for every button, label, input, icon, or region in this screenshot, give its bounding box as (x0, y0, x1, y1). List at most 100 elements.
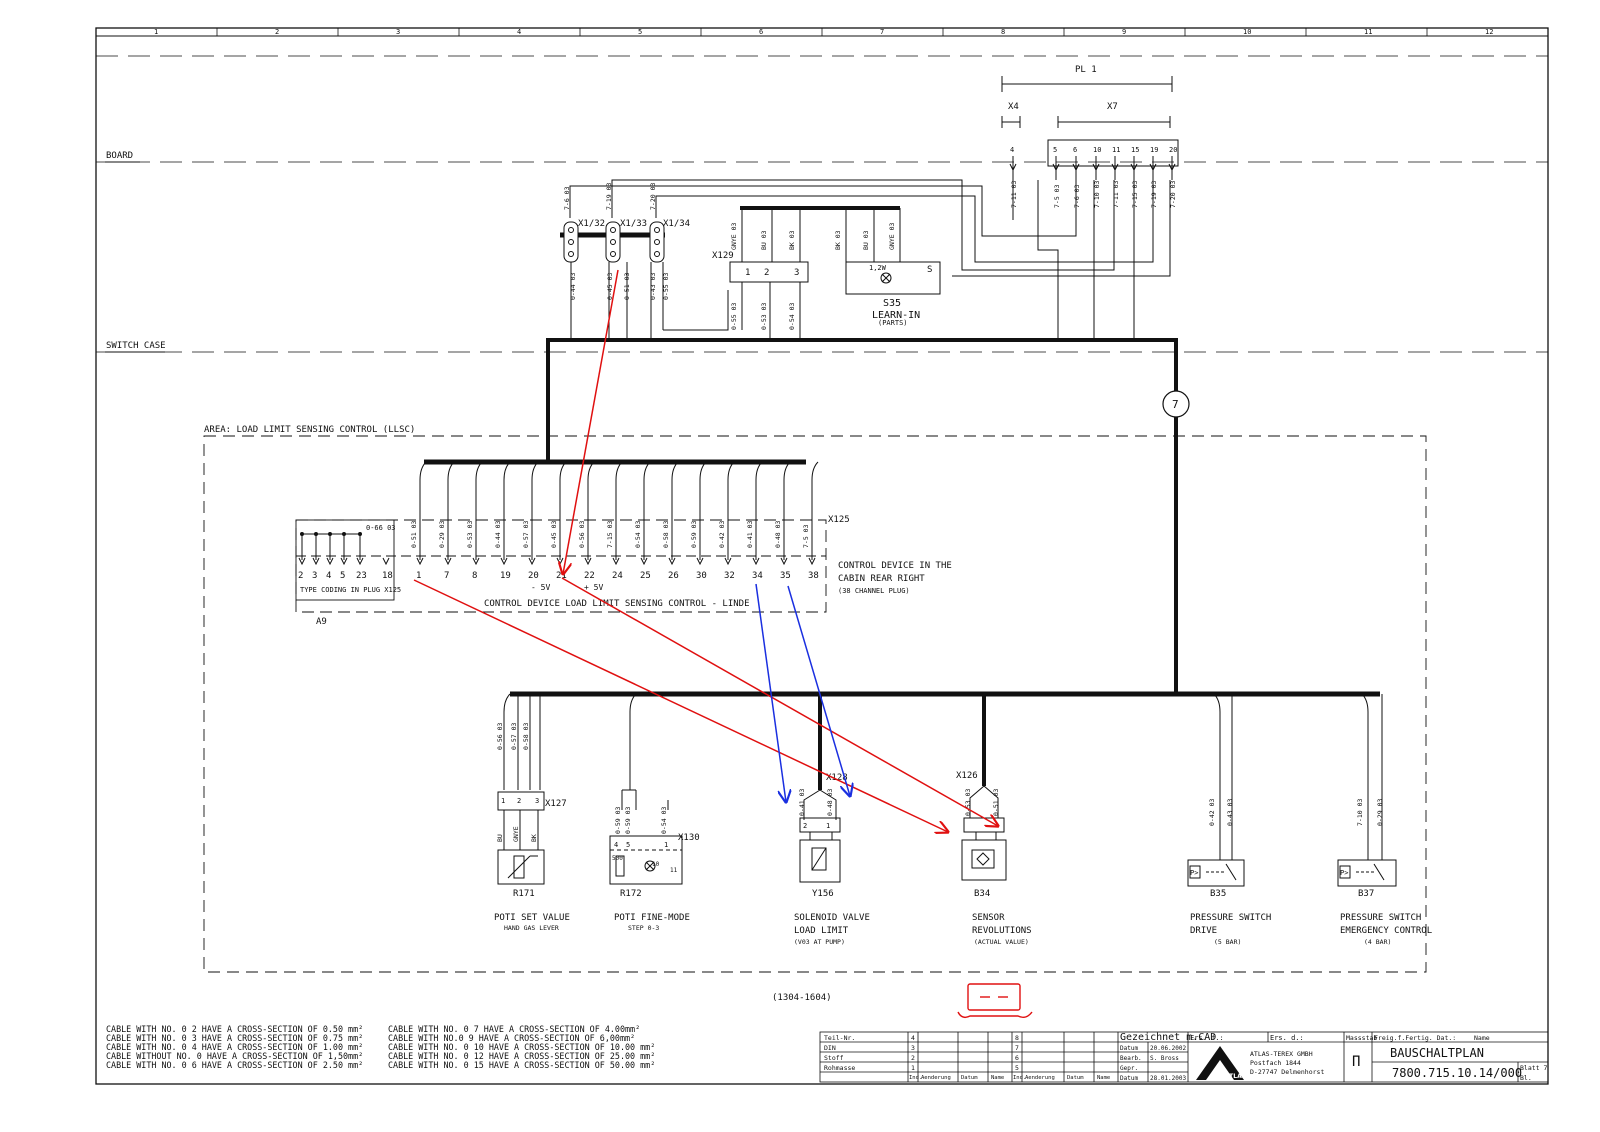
b37-symbol: P> (1340, 869, 1348, 877)
pl1-pin-number: 15 (1131, 146, 1139, 154)
title-block (819, 1031, 1549, 1083)
b35-ref: B35 (1210, 889, 1226, 899)
terminal-bottom-wire-label: 0-51 03 (623, 273, 631, 300)
bus-wire-label: 0-48 03 (774, 521, 782, 548)
a9-pin-number: 38 (808, 571, 819, 581)
column-number: 7 (880, 28, 884, 36)
title-block-change-col: Name (991, 1075, 1004, 1081)
r172-pin: 1 (664, 841, 668, 849)
r171-pin: 1 (501, 797, 505, 805)
bus-wire-label: 0-29 03 (438, 521, 446, 548)
title-block-label: Rohmasse (824, 1064, 855, 1072)
column-number: 5 (638, 28, 642, 36)
x1-terminal-strip (560, 221, 729, 340)
x129-wire-color: GNYE 03 (730, 223, 738, 250)
area-label: AREA: LOAD LIMIT SENSING CONTROL (LLSC) (204, 425, 415, 435)
b35-symbol: P> (1190, 869, 1198, 877)
y156-name2: LOAD LIMIT (794, 926, 849, 936)
ers-fuer: Ers. f.: (1190, 1034, 1224, 1042)
title-block-date-label: Datum (1120, 1075, 1138, 1082)
s35-wire-color: BK 03 (834, 230, 842, 250)
title-block-date-label: Bearb. (1120, 1055, 1142, 1062)
column-number: 2 (275, 28, 279, 36)
b35-sub: (5 BAR) (1214, 938, 1241, 946)
pl1-pin-number: 10 (1093, 146, 1101, 154)
column-number: 10 (1243, 28, 1251, 36)
a9-pin-number: 19 (500, 571, 511, 581)
company-line-3: D-27747 Delmenhorst (1250, 1068, 1324, 1076)
title-block-date-label: Datum (1120, 1045, 1138, 1052)
x129-wire-color: BU 03 (760, 230, 768, 250)
r172-wire-label: 0-59 03 (624, 807, 632, 834)
bus-wire-label: 0-51 03 (410, 521, 418, 548)
y156-pin: 1 (826, 822, 830, 830)
column-number: 6 (759, 28, 763, 36)
drawing-number: 7800.715.10.14/000 (1392, 1066, 1522, 1080)
r172-pin: 5 (626, 841, 630, 849)
a9-left-wire: 0-66 03 (366, 524, 396, 532)
title-block-index: 4 (911, 1034, 915, 1042)
pl1-wire-label: 7-11 03 (1010, 181, 1018, 208)
b37-sub: (4 BAR) (1364, 938, 1391, 946)
r171-wire-label: 0-57 03 (510, 723, 518, 750)
a9-pin-number: 23 (356, 571, 367, 581)
sheet-of: Bl. (1520, 1074, 1532, 1082)
b37-name2: EMERGENCY CONTROL (1340, 926, 1432, 936)
a9-pin-number: 20 (528, 571, 539, 581)
s35-name: LEARN-IN (872, 310, 920, 321)
terminal-bottom-wire-label: 0-45 03 (606, 273, 614, 300)
title-block-change-col: Ind. (909, 1075, 922, 1081)
pl1-label: PL 1 (1075, 65, 1097, 75)
y156-wire-label: 0-48 03 (826, 789, 834, 816)
control-device-title: CONTROL DEVICE LOAD LIMIT SENSING CONTRO… (484, 599, 750, 609)
y156-sub: (V03 AT PUMP) (794, 938, 845, 946)
title-block-change-col: Datum (1067, 1075, 1084, 1081)
b37-wire-label: 7-10 03 (1356, 799, 1364, 826)
pl1-wire-label: 7-19 03 (1150, 181, 1158, 208)
bus-wire-label: 0-54 03 (634, 521, 642, 548)
a9-pin-number: 18 (382, 571, 393, 581)
b34-wire-label: 0-53 03 (964, 789, 972, 816)
r172-sub: STEP 0-3 (628, 924, 659, 932)
board-wiring (569, 172, 1171, 340)
red-arrow-2 (413, 579, 948, 832)
a9-pin-number: 4 (326, 571, 331, 581)
title-block-date-label: Gepr. (1120, 1065, 1138, 1072)
freig-label: Freig.f.Fertig. Dat.: (1374, 1034, 1456, 1042)
b35-component (1187, 859, 1245, 887)
a9-pin-number: 35 (780, 571, 791, 581)
pl1-wire-label: 7-15 03 (1131, 181, 1139, 208)
b34-component (961, 785, 1007, 881)
title-block-label: Teil-Nr. (824, 1034, 855, 1042)
cable-note: CABLE WITH NO. 0 15 HAVE A CROSS-SECTION… (388, 1060, 655, 1070)
title-block-change-col: Datum (961, 1075, 978, 1081)
cable-note: CABLE WITH NO. 0 7 HAVE A CROSS-SECTION … (388, 1024, 640, 1034)
range-label: (1304-1604) (772, 993, 832, 1003)
plus-5v: + 5V (584, 583, 603, 592)
title-block-index: 1 (911, 1064, 915, 1072)
title-block-change-col: Aenderung (921, 1075, 951, 1081)
x129-wire-color: BK 03 (788, 230, 796, 250)
bus-wire-label: 0-41 03 (746, 521, 754, 548)
bus-wire-label: 7-5 03 (802, 524, 810, 548)
red-arrow-1 (563, 269, 619, 574)
bus-wire-label: 0-59 03 (690, 521, 698, 548)
pl1-wire-label: 7-5 03 (1053, 184, 1061, 208)
cable-note: CABLE WITH NO. 0 12 HAVE A CROSS-SECTION… (388, 1051, 655, 1061)
a9-pin-number: 1 (416, 571, 421, 581)
s35-sub: (PARTS) (878, 319, 908, 327)
symbol-pi: Π (1352, 1054, 1360, 1070)
x129-wire-bottom: 0-53 03 (760, 303, 768, 330)
r172-extra: 11 (670, 867, 678, 874)
terminal-top-wire-label: 7-6 03 (563, 186, 571, 210)
r171-ref: R171 (513, 889, 535, 899)
column-number: 3 (396, 28, 400, 36)
red-arrow-3 (561, 577, 998, 826)
r171-wire-color: GNYE (512, 826, 520, 842)
r171-wire-label: 0-58 03 (522, 723, 530, 750)
a9-pin-number: 32 (724, 571, 735, 581)
